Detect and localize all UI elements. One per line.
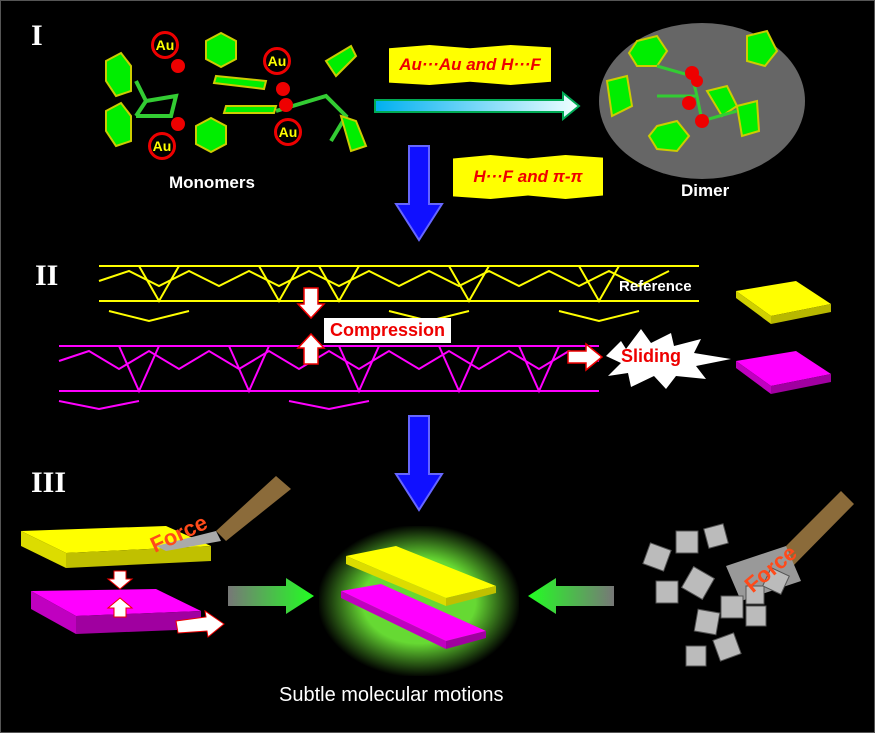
panel-numeral-3: III — [31, 466, 67, 499]
left-slabs-force — [21, 476, 291, 638]
dimer-structure — [599, 23, 805, 179]
panel-numeral-1: I — [31, 19, 43, 52]
monomers-label: Monomers — [169, 173, 255, 192]
reference-label: Reference — [619, 278, 692, 295]
sliding-burst — [567, 329, 731, 389]
dimer-label: Dimer — [681, 181, 730, 200]
au-atom-label: Au — [148, 132, 176, 160]
down-arrow-1 — [394, 145, 444, 242]
down-arrow-2 — [394, 415, 444, 512]
au-atom-label: Au — [151, 31, 179, 59]
panel-numeral-2: II — [35, 259, 59, 292]
green-arrow-left — [528, 578, 614, 614]
au-atom-label: Au — [274, 118, 302, 146]
caption: Subtle molecular motions — [279, 684, 504, 706]
interaction-banner-bottom: H···F and π-π — [453, 155, 603, 199]
au-atom-label: Au — [263, 47, 291, 75]
right-arrow — [374, 91, 581, 121]
powder-cubes-force — [642, 491, 854, 667]
sliding-label: Sliding — [621, 346, 681, 366]
green-arrow-right — [228, 578, 314, 614]
compression-arrows — [296, 287, 326, 365]
center-slabs — [341, 546, 496, 649]
reference-slabs — [736, 281, 831, 394]
compression-label: Compression — [324, 318, 452, 343]
monomer-structures — [105, 31, 368, 154]
interaction-banner-top: Au···Au and H···F — [389, 45, 551, 85]
